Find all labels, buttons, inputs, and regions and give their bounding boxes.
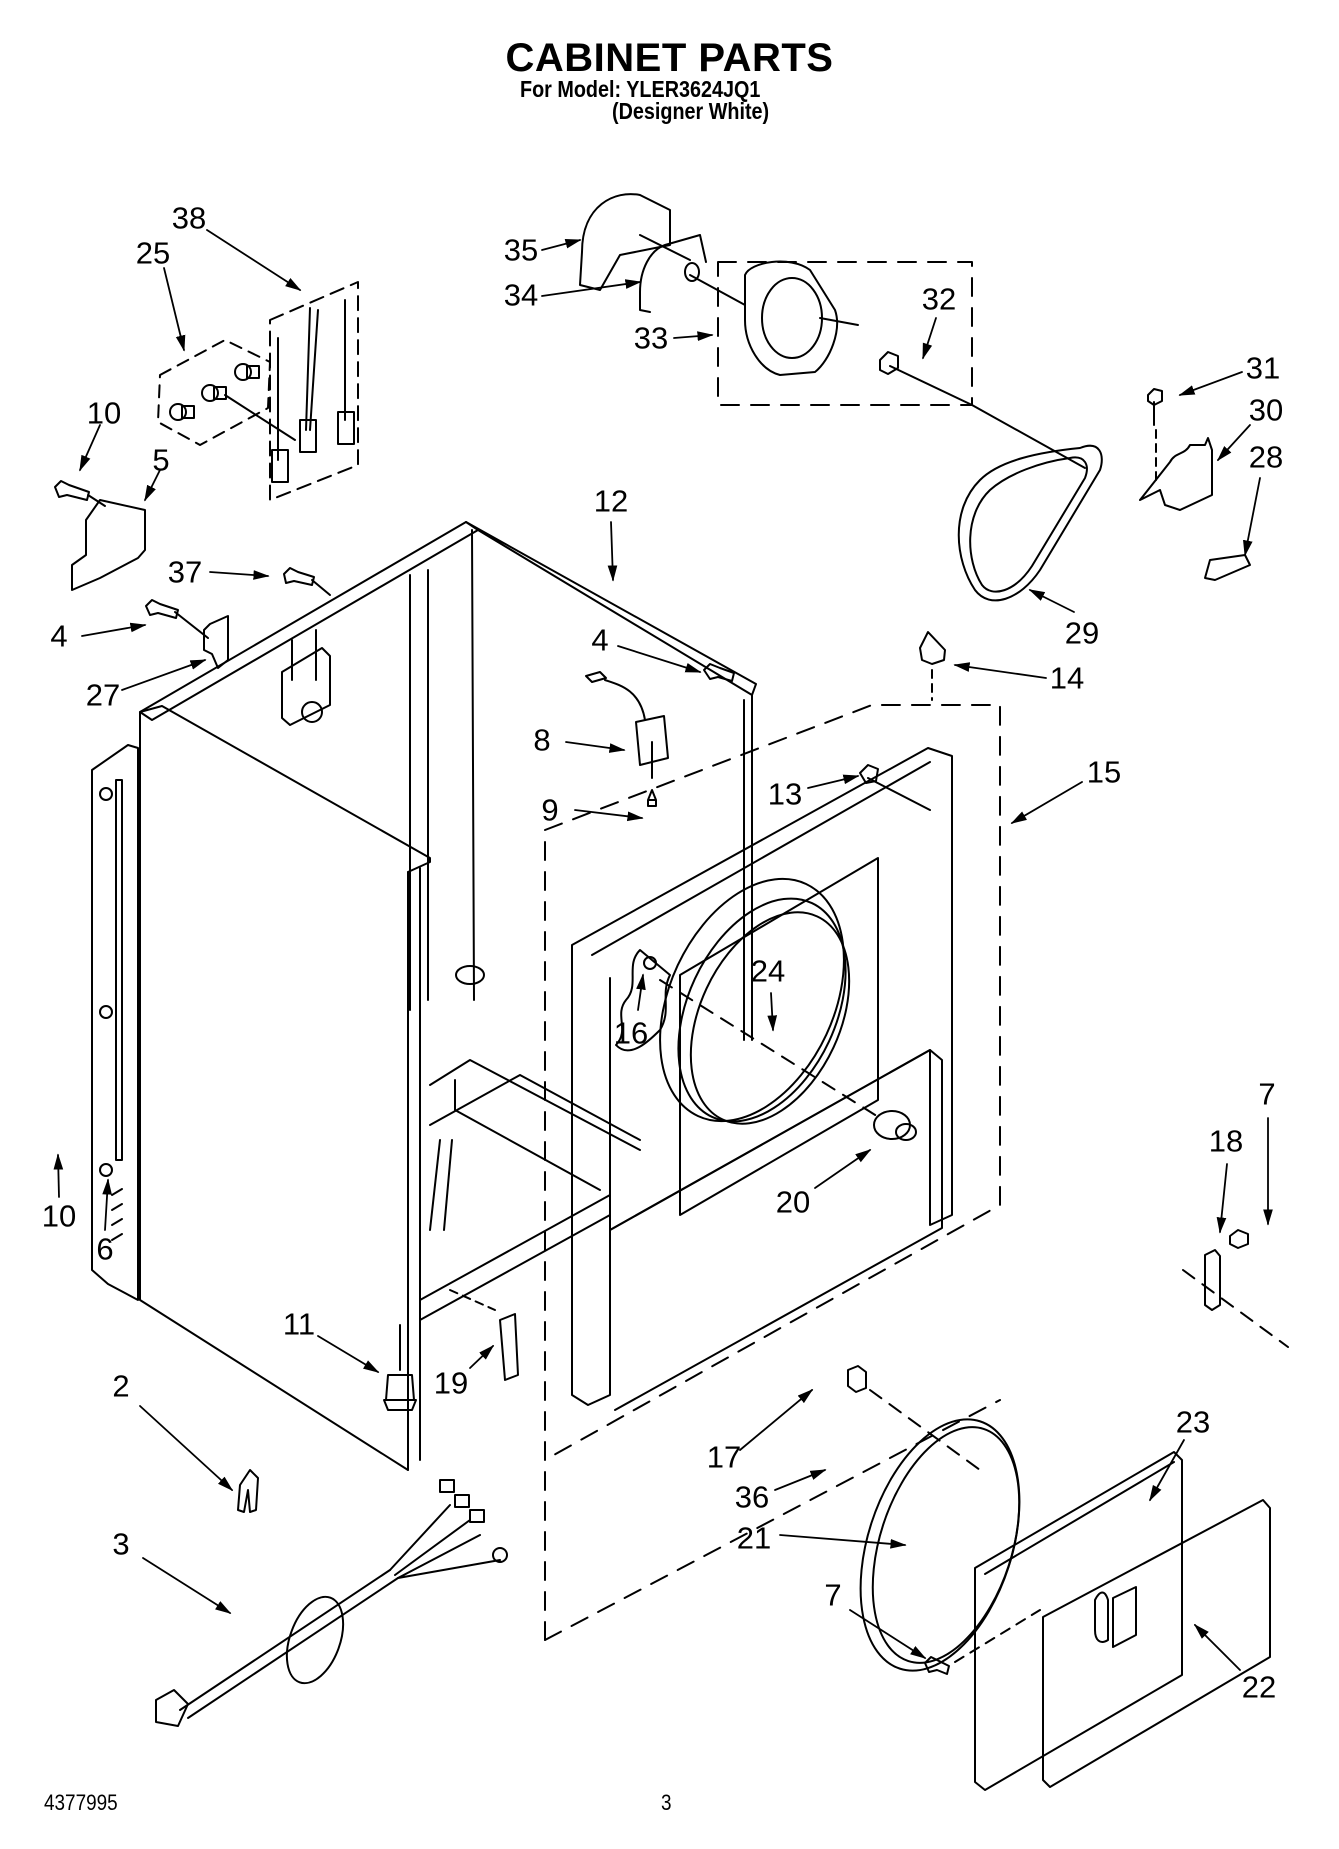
callout-35[interactable]: 35 [503, 232, 539, 268]
belt-drawing [957, 444, 1103, 602]
callout-10[interactable]: 10 [41, 1198, 77, 1234]
callout-37[interactable]: 37 [167, 554, 203, 590]
callout-6[interactable]: 6 [96, 1231, 114, 1267]
lower-left-hardware-drawing [237, 1289, 519, 1513]
motor-drawing [579, 193, 1086, 469]
callout-5[interactable]: 5 [152, 442, 170, 478]
small-hardware-drawing [54, 480, 331, 669]
callout-19[interactable]: 19 [433, 1365, 469, 1401]
callout-22[interactable]: 22 [1241, 1669, 1277, 1705]
callout-34[interactable]: 34 [503, 277, 539, 313]
callout-33[interactable]: 33 [633, 320, 669, 356]
callout-23[interactable]: 23 [1175, 1404, 1211, 1440]
callout-38[interactable]: 38 [171, 200, 207, 236]
front-panel-drawing [544, 704, 1001, 1641]
callout-36[interactable]: 36 [734, 1479, 770, 1515]
callout-17[interactable]: 17 [706, 1439, 742, 1475]
door-drawing [847, 1229, 1289, 1791]
callout-13[interactable]: 13 [767, 776, 803, 812]
callout-7[interactable]: 7 [1258, 1076, 1276, 1112]
callout-7[interactable]: 7 [824, 1577, 842, 1613]
callout-27[interactable]: 27 [85, 677, 121, 713]
callout-4[interactable]: 4 [591, 622, 609, 658]
callout-14[interactable]: 14 [1049, 660, 1085, 696]
callout-15[interactable]: 15 [1086, 754, 1122, 790]
callout-29[interactable]: 29 [1064, 615, 1100, 651]
callout-10[interactable]: 10 [86, 395, 122, 431]
cabinet-drawing [91, 521, 757, 1471]
callout-24[interactable]: 24 [750, 953, 786, 989]
page-number: 3 [661, 1790, 672, 1815]
plug-drawing [919, 631, 946, 665]
terminal-block-drawing [157, 281, 359, 501]
callout-2[interactable]: 2 [112, 1368, 130, 1404]
callout-4[interactable]: 4 [50, 618, 68, 654]
callout-28[interactable]: 28 [1248, 439, 1284, 475]
callout-21[interactable]: 21 [736, 1520, 772, 1556]
callout-30[interactable]: 30 [1248, 392, 1284, 428]
callout-20[interactable]: 20 [775, 1184, 811, 1220]
door-switch-drawing [585, 663, 735, 807]
page-title: CABINET PARTS [505, 36, 834, 80]
variant-line: (Designer White) [612, 98, 770, 124]
callout-31[interactable]: 31 [1245, 350, 1281, 386]
callout-12[interactable]: 12 [593, 483, 629, 519]
callout-leaders [53, 229, 1273, 1671]
callout-8[interactable]: 8 [533, 722, 551, 758]
right-hardware-drawing [1139, 388, 1251, 581]
power-cord-drawing [155, 1479, 508, 1727]
callout-16[interactable]: 16 [613, 1015, 649, 1051]
document-number: 4377995 [44, 1790, 118, 1815]
callout-25[interactable]: 25 [135, 235, 171, 271]
callout-18[interactable]: 18 [1208, 1123, 1244, 1159]
callout-32[interactable]: 32 [921, 281, 957, 317]
model-line: For Model: YLER3624JQ1 [520, 76, 761, 102]
callout-3[interactable]: 3 [112, 1526, 130, 1562]
callout-9[interactable]: 9 [541, 792, 559, 828]
callout-11[interactable]: 11 [282, 1306, 316, 1342]
